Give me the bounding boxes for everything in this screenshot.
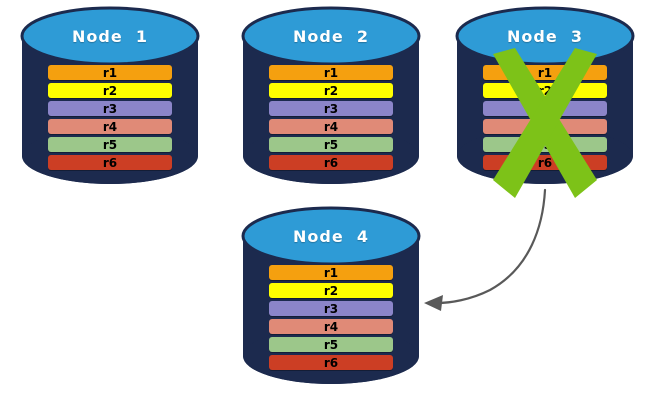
row-label: r6 <box>323 355 339 370</box>
row-label: r5 <box>323 337 339 352</box>
node-1-row-r5[interactable]: r5 <box>48 137 172 152</box>
node-2-row-r1[interactable]: r1 <box>269 65 393 80</box>
node-4-row-r6[interactable]: r6 <box>269 355 393 370</box>
row-label: r6 <box>323 155 339 170</box>
node-2-cylinder[interactable]: Node 2 r1 r2 r3 r4 r5 r6 <box>241 6 421 188</box>
row-label: r4 <box>537 119 553 134</box>
row-label: r3 <box>323 101 339 116</box>
node-2-row-r3[interactable]: r3 <box>269 101 393 116</box>
row-label: r1 <box>323 265 339 280</box>
node-4-row-r2[interactable]: r2 <box>269 283 393 298</box>
row-label: r4 <box>323 319 339 334</box>
node-4-row-r4[interactable]: r4 <box>269 319 393 334</box>
node-3-row-r2[interactable]: r2 <box>483 83 607 98</box>
node-2-row-r5[interactable]: r5 <box>269 137 393 152</box>
node-2-row-r6[interactable]: r6 <box>269 155 393 170</box>
row-label: r3 <box>323 301 339 316</box>
row-label: r5 <box>537 137 553 152</box>
node-3-row-r3[interactable]: r3 <box>483 101 607 116</box>
node-1-row-r4[interactable]: r4 <box>48 119 172 134</box>
row-label: r1 <box>102 65 118 80</box>
row-label: r5 <box>102 137 118 152</box>
node-4-row-r1[interactable]: r1 <box>269 265 393 280</box>
node-1-row-r2[interactable]: r2 <box>48 83 172 98</box>
row-label: r2 <box>537 83 553 98</box>
row-label: r1 <box>537 65 553 80</box>
node-3-row-r5[interactable]: r5 <box>483 137 607 152</box>
node-4-cylinder[interactable]: Node 4 r1 r2 r3 r4 r5 r6 <box>241 206 421 388</box>
row-label: r4 <box>102 119 118 134</box>
node-1-cylinder[interactable]: Node 1 r1 r2 r3 r4 r5 r6 <box>20 6 200 188</box>
node-1-row-r6[interactable]: r6 <box>48 155 172 170</box>
node-3-row-r4[interactable]: r4 <box>483 119 607 134</box>
node-1-row-r3[interactable]: r3 <box>48 101 172 116</box>
node-1-row-r1[interactable]: r1 <box>48 65 172 80</box>
row-label: r2 <box>323 283 339 298</box>
node-4-row-r3[interactable]: r3 <box>269 301 393 316</box>
row-label: r3 <box>537 101 553 116</box>
node-3-cylinder[interactable]: Node 3 r1 r2 r3 r4 r5 r6 <box>455 6 635 198</box>
row-label: r4 <box>323 119 339 134</box>
node-2-row-r4[interactable]: r4 <box>269 119 393 134</box>
row-label: r2 <box>102 83 118 98</box>
node-2-row-r2[interactable]: r2 <box>269 83 393 98</box>
node-3-row-r1[interactable]: r1 <box>483 65 607 80</box>
row-label: r2 <box>323 83 339 98</box>
row-label: r6 <box>102 155 118 170</box>
row-label: r3 <box>102 101 118 116</box>
row-label: r1 <box>323 65 339 80</box>
node-3-row-r6[interactable]: r6 <box>483 155 607 170</box>
row-label: r6 <box>537 155 553 170</box>
row-label: r5 <box>323 137 339 152</box>
node-4-row-r5[interactable]: r5 <box>269 337 393 352</box>
